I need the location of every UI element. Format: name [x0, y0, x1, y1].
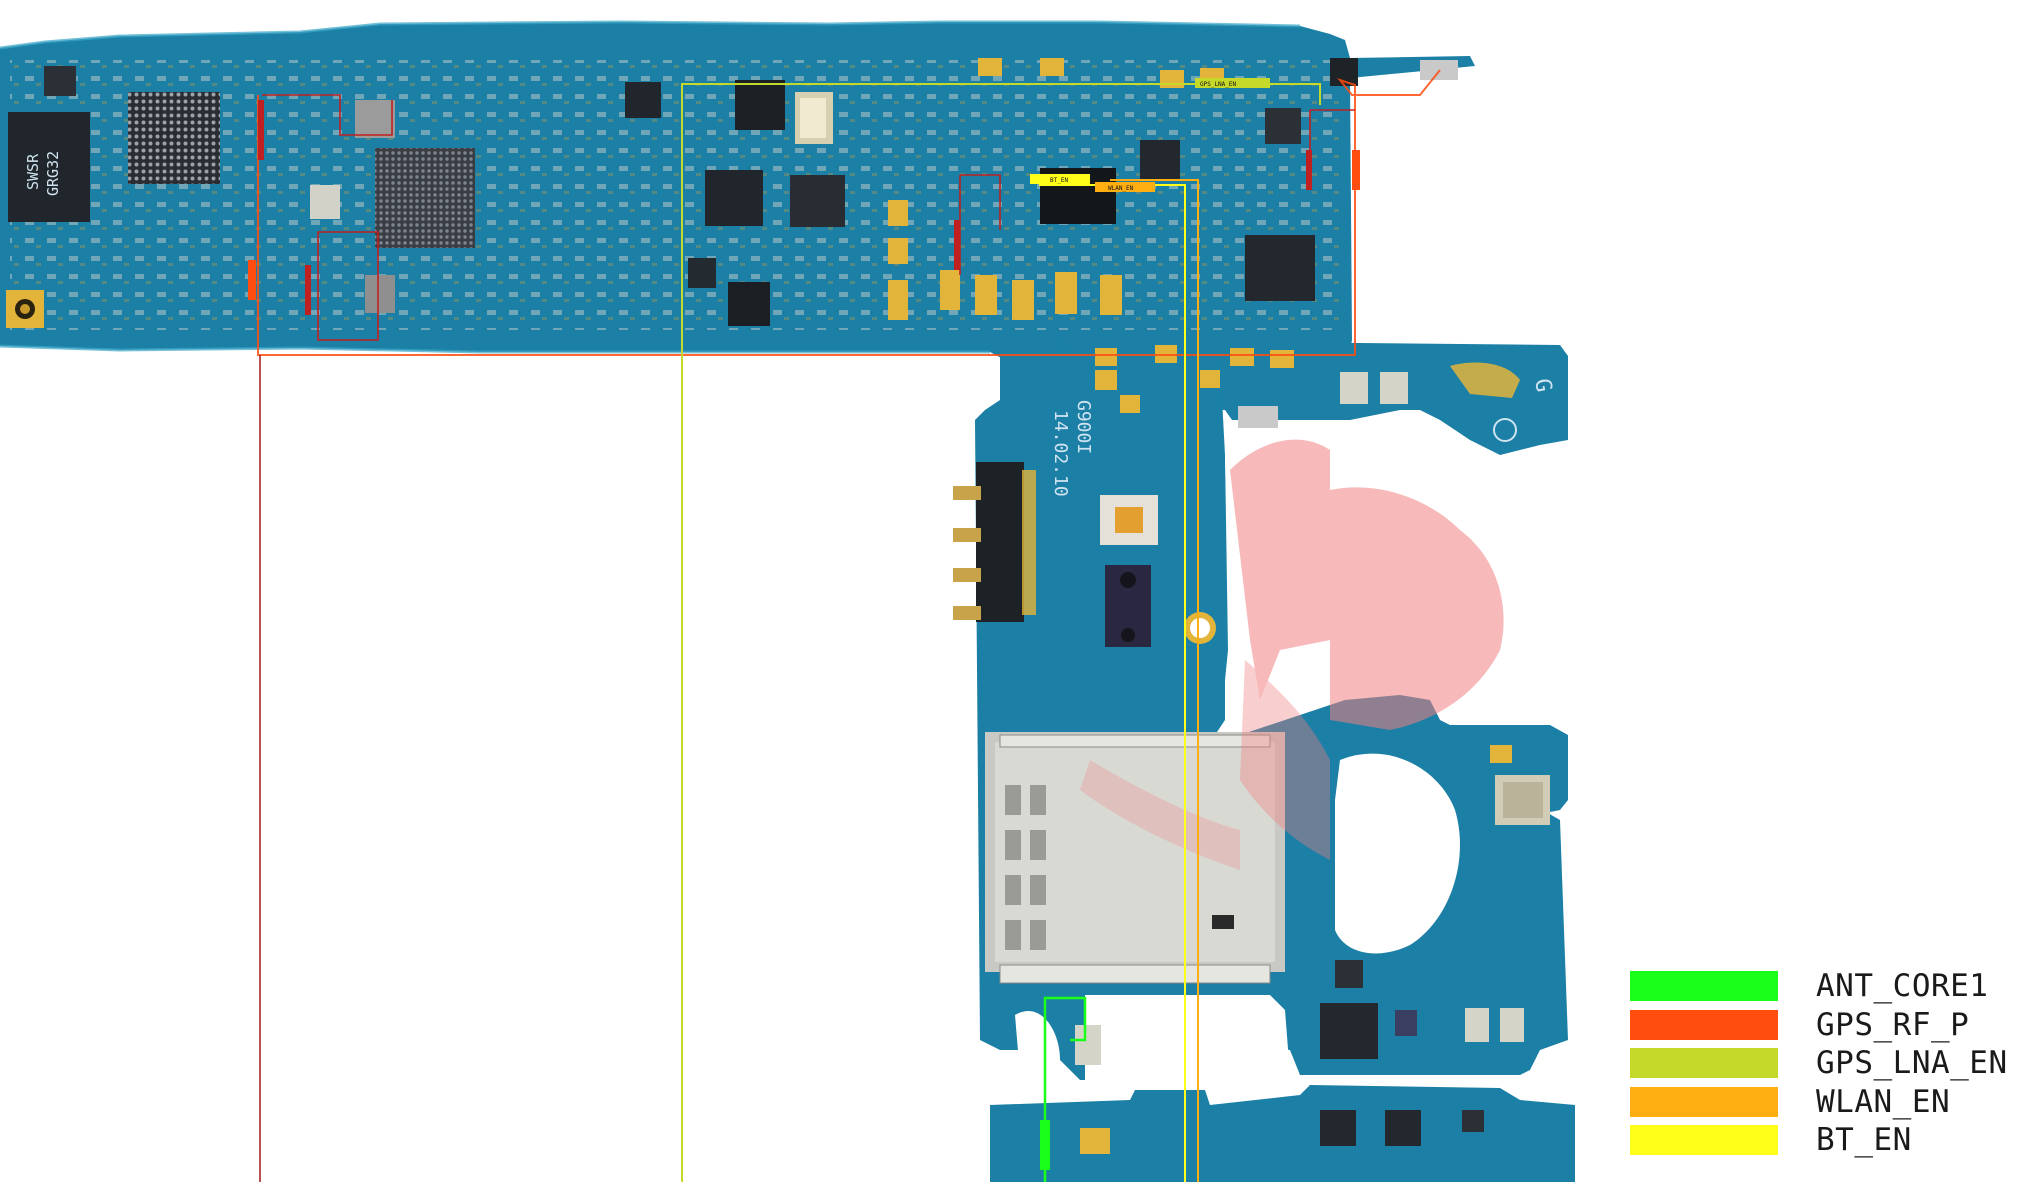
pcb-cutout-bottom-left [1015, 1011, 1060, 1075]
legend-label: GPS_LNA_EN [1816, 1045, 2008, 1081]
legend-swatch [1630, 1048, 1778, 1078]
card-slot [985, 732, 1285, 984]
center-column-components: G900I 14.02.10 [953, 400, 1550, 1154]
legend-item-gps-lna-en: GPS_LNA_EN [1630, 1045, 2020, 1084]
legend-item-bt-en: BT_EN [1630, 1122, 2020, 1161]
bga-chip-2 [375, 148, 475, 248]
silk-date: 14.02.10 [1050, 410, 1071, 497]
legend-label: BT_EN [1816, 1122, 1912, 1158]
pcb-cutout-ring [1335, 753, 1460, 954]
trace-red-loop-2 [317, 231, 379, 341]
svg-text:G: G [1529, 377, 1556, 394]
pcb-bottom-strip [990, 1085, 1575, 1182]
legend-swatch [1630, 1009, 1778, 1040]
chip-swsr-marking-1: SWSR [24, 153, 42, 190]
signal-legend: ANT_CORE1 GPS_RF_P GPS_LNA_EN WLAN_EN BT… [1630, 968, 2020, 1161]
legend-label: WLAN_EN [1816, 1083, 1951, 1120]
silk-model: G900I [1073, 400, 1094, 454]
top-strip-components: SWSR GRG32 [8, 58, 1458, 413]
trace-ant-core1 [1043, 996, 1087, 1182]
legend-item-wlan-en: WLAN_EN [1630, 1084, 2020, 1123]
legend-label: ANT_CORE1 [1816, 968, 1989, 1004]
legend-swatch [1630, 971, 1778, 1001]
right-wing-components: G [1238, 362, 1556, 442]
watermark-logo [1080, 439, 1504, 870]
tag-wlan-en: WLAN_EN [1108, 185, 1134, 192]
side-connector [953, 462, 1036, 622]
trace-gps-lna-en [681, 83, 1321, 1182]
trace-wlan-en [1110, 179, 1199, 1182]
legend-swatch [1630, 1125, 1778, 1155]
pcb-cutout-bottom-mid [1085, 995, 1290, 1085]
antenna-connector-left [6, 290, 44, 328]
chip-swsr-marking-2: GRG32 [44, 151, 62, 196]
legend-item-ant-core1: ANT_CORE1 [1630, 968, 2020, 1007]
trace-gps-rf-p [257, 95, 1356, 356]
legend-item-gps-rf-p: GPS_RF_P [1630, 1007, 2020, 1046]
bga-chip-1 [128, 92, 220, 184]
legend-swatch [1630, 1086, 1778, 1117]
signal-tags: GPS_LNA_EN BT_EN WLAN_EN [248, 78, 1360, 315]
trace-red-loop-1 [262, 94, 393, 136]
legend-label: GPS_RF_P [1816, 1006, 1970, 1043]
tag-gps-lna-en: GPS_LNA_EN [1200, 81, 1237, 88]
tag-bt-en: BT_EN [1050, 177, 1068, 184]
chip-swsr [8, 112, 90, 222]
pcb-edges [0, 20, 1301, 354]
